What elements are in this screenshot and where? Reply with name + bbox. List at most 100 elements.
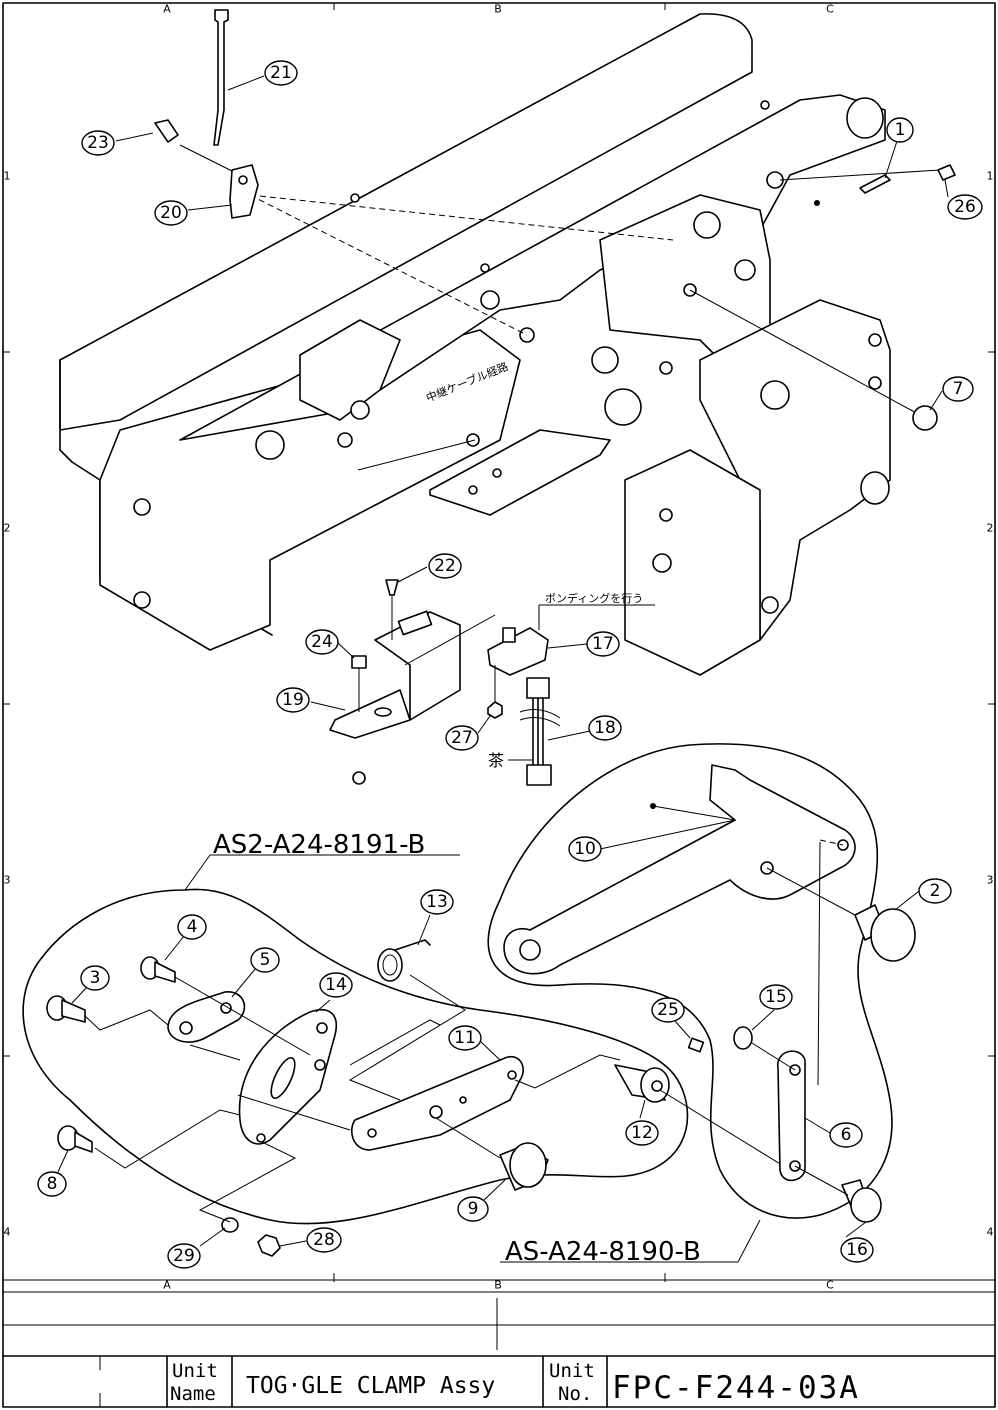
svg-text:20: 20 [160,203,182,223]
svg-text:9: 9 [468,1199,479,1219]
callout-16: 16 [841,1238,873,1262]
assembly-outline-right [488,744,892,1218]
lower-left-parts [47,940,790,1256]
callout-3: 3 [81,966,109,990]
svg-text:29: 29 [173,1246,195,1266]
svg-text:25: 25 [657,1000,679,1020]
callout-19: 19 [277,688,309,712]
main-frame-body: 中継ケーブル経路 [60,14,890,675]
connector-top [527,678,549,698]
svg-text:7: 7 [953,379,964,399]
svg-text:22: 22 [434,556,456,576]
svg-text:1: 1 [895,120,906,140]
svg-text:8: 8 [47,1174,58,1194]
bracket-19 [330,690,410,738]
lever-11 [352,1057,523,1150]
shoulder-screw-4 [155,962,175,982]
shoulder-screw-3 [62,1000,85,1022]
zone-row-1-left: 1 [4,170,11,183]
bonding-dot [814,200,820,206]
svg-text:17: 17 [592,634,614,654]
zone-row-1-right: 1 [987,170,994,183]
callout-22: 22 [429,554,461,578]
spring-13 [378,949,402,981]
callout-13: 13 [421,890,453,914]
callout-23: 23 [82,131,114,155]
sensor-bracket-group: ボンディングを行う 茶 [330,580,655,785]
svg-text:21: 21 [270,63,292,83]
callout-29: 29 [168,1244,200,1268]
unit-name-value: TOG·GLE CLAMP Assy [246,1373,495,1399]
callout-2: 2 [919,879,951,903]
svg-text:12: 12 [631,1123,653,1143]
connector-bottom [527,765,551,785]
nut-28 [258,1235,280,1256]
screw-23 [155,120,178,142]
callout-18: 18 [589,716,621,740]
zone-row-2-left: 2 [4,522,11,535]
callout-14: 14 [320,973,352,997]
callout-7: 7 [943,377,973,401]
svg-text:23: 23 [87,133,109,153]
callout-9: 9 [458,1197,488,1221]
zone-col-a-top: A [163,3,171,16]
callout-1: 1 [887,118,913,142]
callout-24: 24 [306,630,338,654]
collar-7 [913,406,937,430]
svg-text:5: 5 [260,950,271,970]
callout-15: 15 [760,985,792,1009]
screw-22 [386,580,398,595]
svg-text:10: 10 [574,839,596,859]
washer [353,772,365,784]
unit-name-label-line1: Unit [172,1360,218,1382]
zone-col-c-bottom: C [826,1279,834,1292]
callout-28: 28 [307,1228,341,1252]
collar-15 [734,1027,752,1049]
unit-name-label-line2: Name [170,1383,216,1405]
zone-row-3-right: 3 [987,874,994,887]
svg-text:15: 15 [765,987,787,1007]
callout-10: 10 [569,837,601,861]
svg-text:4: 4 [187,917,198,937]
zone-col-b-top: B [494,3,502,16]
svg-text:24: 24 [311,632,333,652]
zone-row-4-right: 4 [987,1226,994,1239]
svg-text:16: 16 [846,1240,868,1260]
zone-row-4-left: 4 [4,1226,11,1239]
svg-text:3: 3 [90,968,101,988]
nut-27 [488,702,502,718]
svg-text:19: 19 [282,690,304,710]
callout-27: 27 [446,726,478,750]
link-plate-5 [168,992,244,1042]
callout-12: 12 [626,1121,658,1145]
bonding-note: ボンディングを行う [545,591,643,605]
set-screw-26 [938,165,955,180]
svg-text:13: 13 [426,892,448,912]
assembly-label-left: AS2-A24-8191-B [213,830,425,860]
brown-wire-note: 茶 [488,751,504,770]
callout-6: 6 [830,1123,862,1147]
svg-text:11: 11 [454,1028,476,1048]
assembly-label-right: AS-A24-8190-B [505,1237,701,1267]
lower-right-parts [504,765,915,1222]
svg-text:6: 6 [841,1125,852,1145]
zone-row-3-left: 3 [4,874,11,887]
callout-21: 21 [265,61,297,85]
svg-text:18: 18 [594,718,616,738]
zone-col-c-top: C [826,3,834,16]
title-block: Unit Name TOG·GLE CLAMP Assy Unit No. FP… [3,1292,995,1407]
callout-11: 11 [449,1026,481,1050]
unit-no-value: FPC-F244-03A [612,1370,860,1406]
zone-col-a-bottom: A [163,1279,171,1292]
set-screw-25 [689,1038,704,1052]
svg-text:2: 2 [930,881,941,901]
svg-text:26: 26 [954,197,976,217]
svg-text:28: 28 [313,1230,335,1250]
unit-no-label-line2: No. [558,1383,592,1405]
callout-8: 8 [38,1172,66,1196]
cable-tie-21 [214,10,228,145]
cable-clamp-20 [230,165,258,218]
zone-col-b-bottom: B [494,1279,502,1292]
callout-5: 5 [251,948,279,972]
